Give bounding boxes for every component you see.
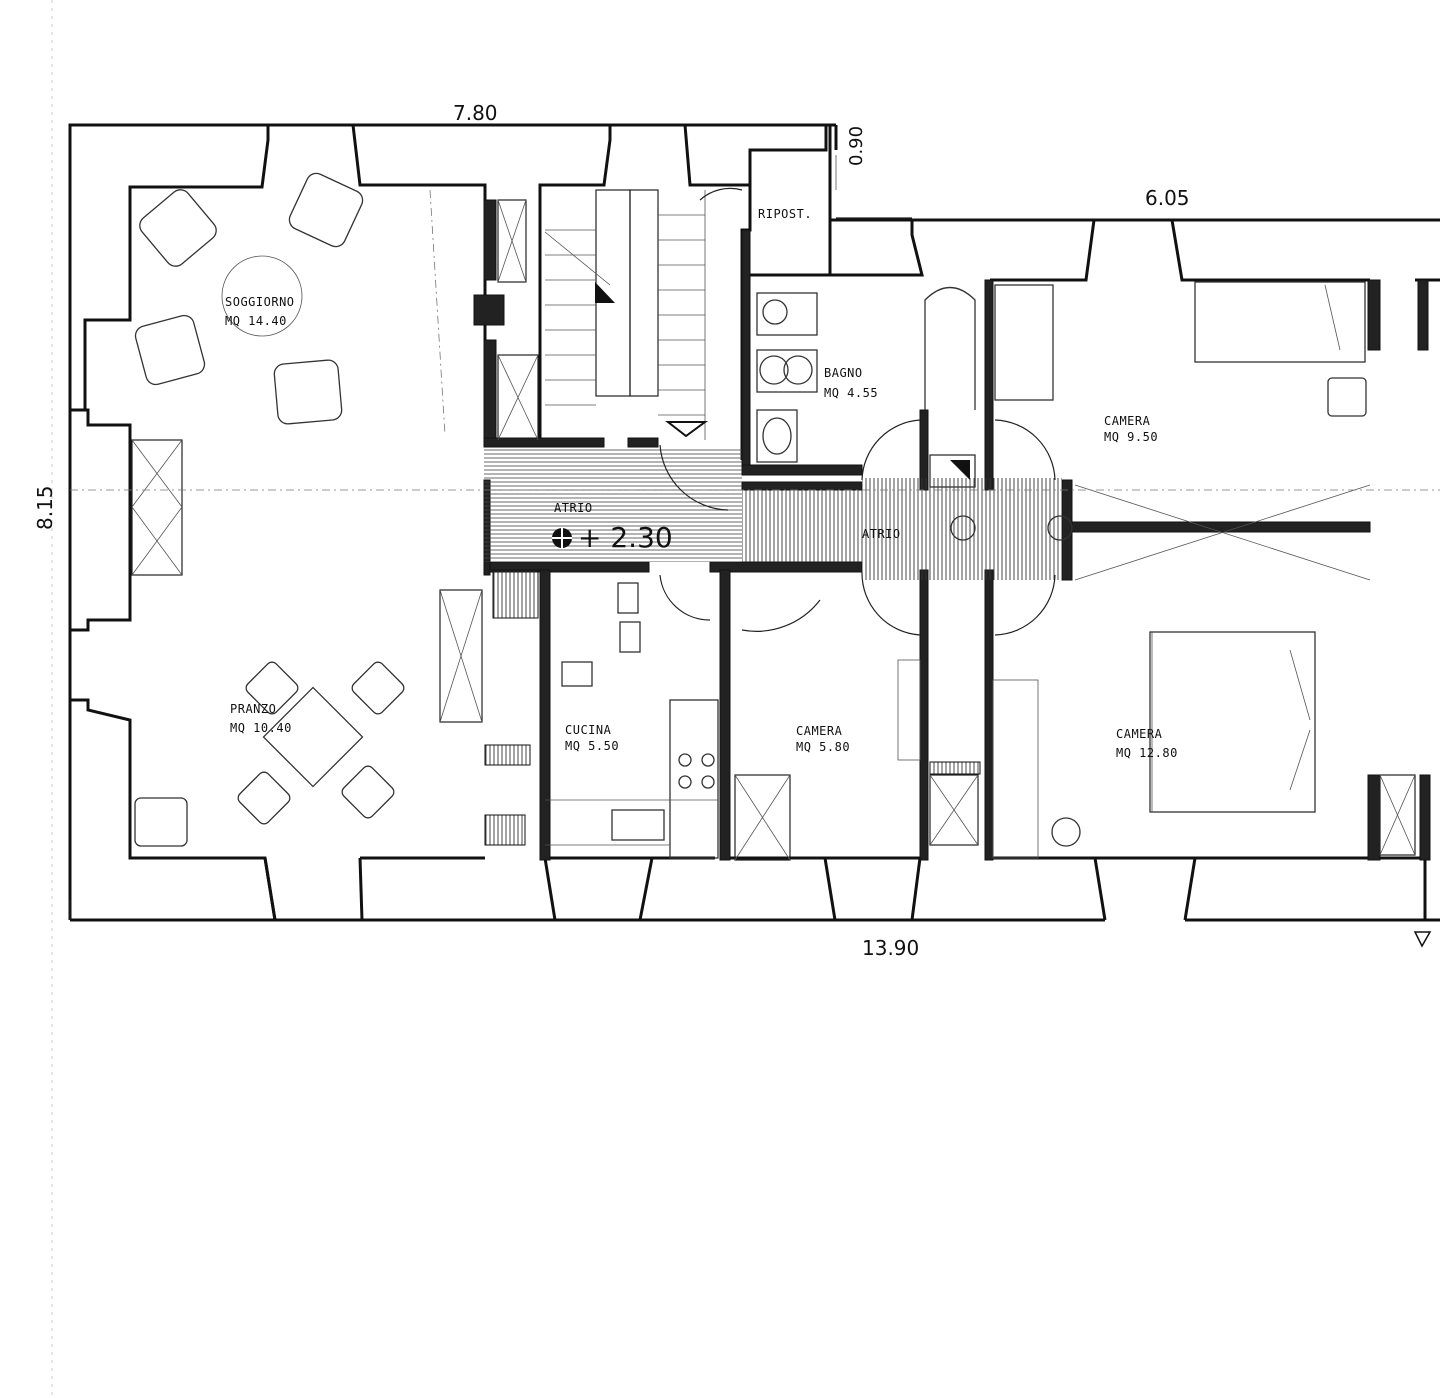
dim-top-small: 0.90 <box>846 126 867 166</box>
room-name-bagno: BAGNO <box>824 366 863 380</box>
room-name-pranzo: PRANZO <box>230 702 276 716</box>
room-area-camera-3: MQ 12.80 <box>1116 746 1178 760</box>
dim-left: 8.15 <box>33 485 57 530</box>
furniture <box>134 172 1432 948</box>
room-area-camera-2: MQ 5.80 <box>796 740 850 754</box>
internal-walls <box>473 199 1431 861</box>
dimension-lines <box>69 155 912 920</box>
room-area-pranzo: MQ 10.40 <box>230 721 292 735</box>
room-name-cucina: CUCINA <box>565 723 612 737</box>
atrio-floor <box>484 447 1062 580</box>
axis-lines <box>70 189 1440 491</box>
dim-top-right: 6.05 <box>1145 186 1190 210</box>
room-area-camera-1: MQ 9.50 <box>1104 430 1158 444</box>
room-name-camera-1: CAMERA <box>1104 414 1151 428</box>
room-name-atrio-1: ATRIO <box>554 501 593 515</box>
dim-bottom: 13.90 <box>862 936 919 960</box>
room-name-camera-2: CAMERA <box>796 724 843 738</box>
dim-top-left: 7.80 <box>453 101 498 125</box>
room-name-atrio-2: ATRIO <box>862 527 901 541</box>
staircase <box>544 189 709 440</box>
room-area-cucina: MQ 5.50 <box>565 739 619 753</box>
room-name-ripostiglio: RIPOST. <box>758 207 812 221</box>
doors-windows <box>131 187 1416 861</box>
room-area-bagno: MQ 4.55 <box>824 386 878 400</box>
room-name-camera-3: CAMERA <box>1116 727 1163 741</box>
room-name-soggiorno: SOGGIORNO <box>225 295 295 309</box>
outer-walls <box>68 123 1440 922</box>
room-area-soggiorno: MQ 14.40 <box>225 314 287 328</box>
level-value: + 2.30 <box>578 521 673 554</box>
labels: 7.80 0.90 6.05 8.15 13.90 + 2.30 SOGGIOR… <box>33 101 1190 960</box>
